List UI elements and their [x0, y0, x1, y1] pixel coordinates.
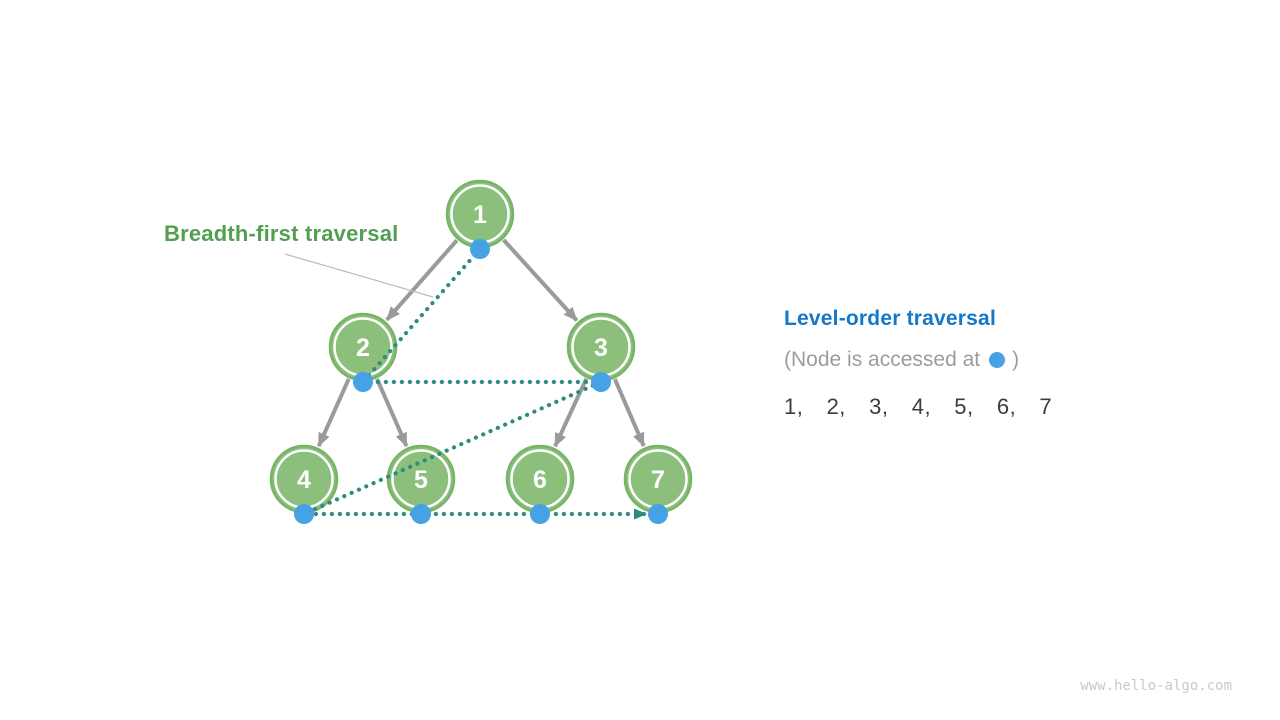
access-note: (Node is accessed at ) [784, 348, 1104, 372]
tree-node: 5 [386, 444, 456, 514]
breadth-first-traversal-label: Breadth-first traversal [164, 221, 399, 246]
tree-node: 6 [505, 444, 575, 514]
node-access-dot [353, 372, 373, 392]
tree-node-label: 7 [651, 466, 665, 494]
tree-edges [316, 238, 646, 448]
traversal-sequence: 1, 2, 3, 4, 5, 6, 7 [784, 394, 1053, 419]
access-note-suffix: ) [1012, 348, 1020, 371]
tree-edge [553, 377, 589, 448]
node-access-dot [591, 372, 611, 392]
access-dot-icon [989, 352, 1006, 368]
tree-node-label: 2 [356, 334, 370, 362]
tree-node-label: 3 [594, 334, 608, 362]
node-access-dot [411, 504, 431, 524]
tree-edge [613, 378, 646, 447]
node-access-dot [470, 239, 490, 259]
node-access-dot [530, 504, 550, 524]
level-order-traversal-label: Level-order traversal [784, 307, 996, 330]
tree-edge [502, 238, 579, 322]
tree-node: 4 [269, 444, 339, 514]
tree-edge [385, 238, 459, 322]
tree-edge [375, 378, 409, 447]
tree-node: 2 [328, 312, 398, 382]
legend-panel: Level-order traversal (Node is accessed … [784, 307, 1104, 420]
access-note-prefix: (Node is accessed at [784, 348, 981, 371]
tree-node-label: 1 [473, 201, 487, 229]
tree-node-label: 5 [414, 466, 428, 494]
node-access-dot [648, 504, 668, 524]
access-dots [294, 239, 668, 524]
tree-node-label: 6 [533, 466, 547, 494]
tree-node: 7 [623, 444, 693, 514]
tree-edge [316, 378, 351, 448]
node-access-dot [294, 504, 314, 524]
tree-node: 1 [445, 179, 515, 249]
watermark-url: www.hello-algo.com [1080, 678, 1232, 694]
tree-node: 3 [566, 312, 636, 382]
callout-line [284, 253, 434, 298]
tree-node-label: 4 [297, 466, 311, 494]
